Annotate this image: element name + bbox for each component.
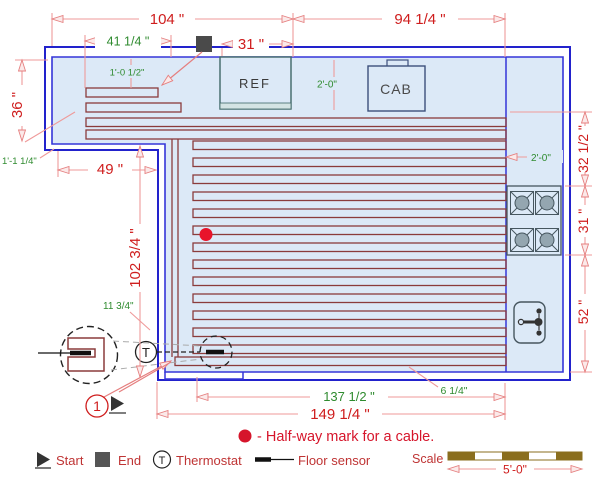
sink-drain [517, 318, 525, 326]
scale-bar-outline [447, 451, 583, 461]
refrigerator-base [219, 102, 292, 110]
dim-notch-width: 49 " [97, 161, 123, 178]
heating-cable [85, 87, 507, 367]
sink-basin [513, 301, 546, 344]
cabinet-label: CAB [380, 81, 412, 97]
cable-loop [85, 87, 159, 98]
cable-loop [192, 208, 507, 219]
dim-ref-width: 31 " [238, 36, 264, 53]
scale-bar: Scale 5'-0" [412, 451, 583, 477]
cable-loop [85, 129, 507, 140]
dim-right-bottom: 52 " [575, 300, 591, 324]
halfway-note: - Half-way mark for a cable. [238, 429, 434, 445]
legend-end-label: End [118, 453, 141, 468]
dim-wall-offset: 1'-1 1/4" [2, 156, 37, 167]
cable-loop [192, 191, 507, 202]
cabinet [367, 65, 426, 112]
cable-start-marker: 1 [85, 361, 172, 418]
dim-top-left: 104 " [150, 11, 185, 28]
dim-bottom-total: 149 1/4 " [310, 406, 370, 423]
halfway-note-dot [238, 429, 252, 443]
start-number-circle [85, 394, 109, 418]
cable-loop [192, 225, 507, 236]
dimension-labels: 104 " 94 1/4 " 41 1/4 " 31 " 36 " 1'-0 1… [2, 11, 591, 423]
legend-floor-sensor-label: Floor sensor [298, 453, 371, 468]
cable-loop [85, 102, 182, 113]
thermostat-letter: T [142, 345, 150, 360]
dim-top-right: 94 1/4 " [394, 11, 445, 28]
legend: Start End T Thermostat Floor sensor [35, 450, 371, 469]
cable-loop [192, 310, 507, 321]
detail-link-line [112, 340, 202, 347]
cable-loop [192, 344, 507, 355]
dim-right-top: 32 1/2 " [575, 125, 591, 173]
fixtures: REF CAB [219, 56, 562, 344]
dim-left-height: 36 " [9, 92, 26, 118]
sink [513, 301, 546, 344]
thermostat-symbol [134, 340, 158, 364]
start-triangle-icon [111, 396, 124, 411]
burner [535, 191, 559, 215]
cable-loop [192, 242, 507, 253]
dim-counter-depth-right: 2'-0" [531, 153, 551, 164]
start-icon [37, 452, 50, 467]
dim-counter-depth-top: 2'-0" [317, 80, 337, 91]
cable-loop [192, 293, 507, 304]
dim-cable-notch-offset: 11 3/4" [103, 301, 134, 312]
detail-link-line [110, 358, 202, 371]
scale-label: Scale [412, 452, 443, 466]
end-icon [95, 452, 110, 467]
start-leader-line [103, 361, 171, 398]
cable-loop [192, 259, 507, 270]
cable-loop [192, 276, 507, 287]
cable-loop [192, 157, 507, 168]
refrigerator-label: REF [239, 76, 271, 91]
faucet-knob [536, 330, 542, 336]
cable-loop [192, 174, 507, 185]
burner [535, 228, 559, 252]
cable-loop [85, 117, 507, 128]
dim-notch-height: 102 3/4 " [127, 228, 144, 288]
thermostat-and-sensor: T [38, 325, 233, 385]
dim-bottom-inner: 137 1/2 " [323, 389, 375, 404]
legend-thermostat-label: Thermostat [176, 453, 242, 468]
room-inner-wall [51, 56, 564, 373]
sensor-location-circle [199, 335, 233, 369]
dimension-lines [15, 13, 592, 420]
burner [510, 228, 534, 252]
thermostat-icon [152, 450, 172, 469]
doorway-jog [164, 372, 244, 380]
dim-cable-area-width: 41 1/4 " [107, 35, 150, 49]
faucet-knob [536, 308, 542, 314]
legend-start-label: Start [56, 453, 84, 468]
dim-stove-height: 31 " [575, 209, 591, 233]
cable-loop [192, 327, 507, 338]
start-number: 1 [93, 398, 101, 414]
burner [510, 191, 534, 215]
dim-cable-wall-gap: 6 1/4" [440, 385, 467, 397]
stove [506, 185, 562, 256]
cable-loop [192, 140, 507, 151]
thermostat-icon-letter: T [159, 455, 166, 467]
start-leader-line [118, 361, 172, 393]
faucet-base [534, 318, 543, 326]
halfway-mark-dot [199, 228, 213, 241]
cable-loop-bottom [174, 356, 507, 367]
dim-cable-top-offset: 1'-0 1/2" [110, 68, 145, 79]
halfway-note-text: - Half-way mark for a cable. [257, 429, 434, 445]
scale-length-label: 5'-0" [503, 463, 527, 477]
end-leader-line [162, 51, 203, 85]
cable-end-marker [196, 36, 212, 52]
refrigerator [219, 56, 292, 110]
cable-detail-loop [67, 337, 105, 372]
